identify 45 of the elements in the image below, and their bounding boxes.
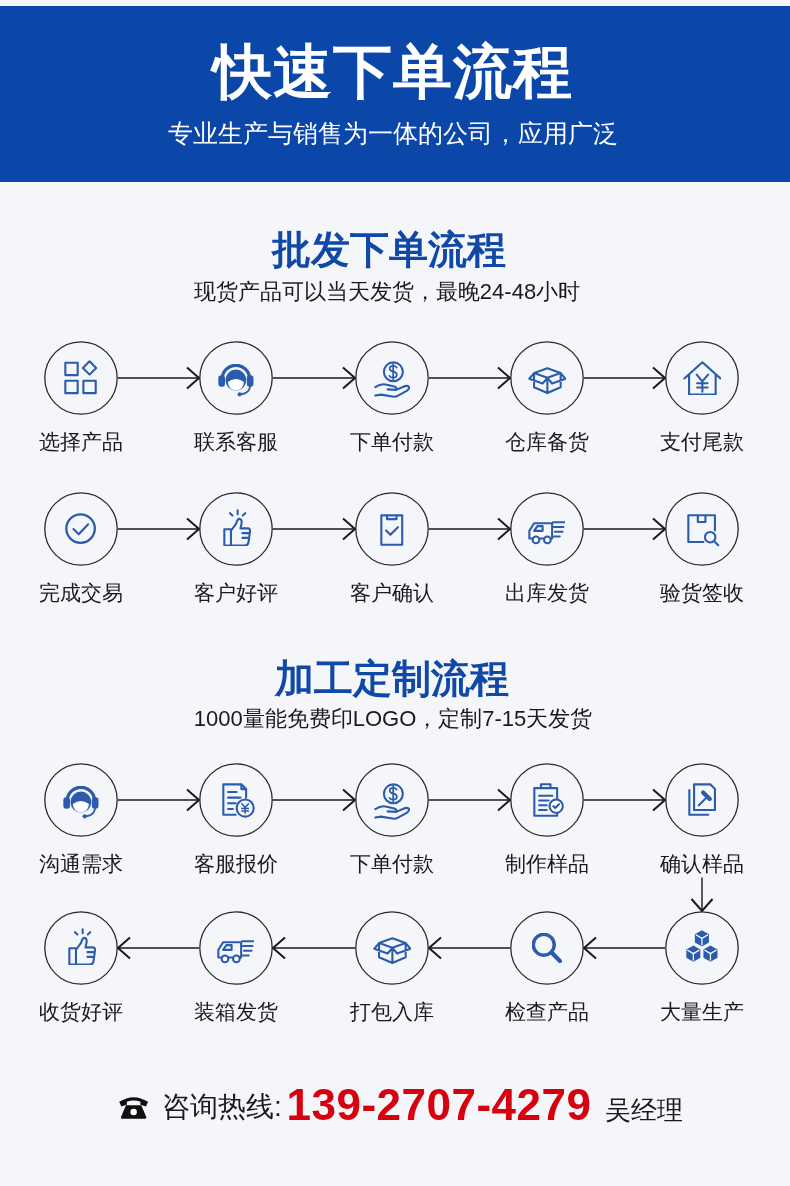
arrow [272, 517, 356, 541]
header-subtitle: 专业生产与销售为一体的公司，应用广泛 [168, 118, 618, 148]
arrow [583, 788, 666, 812]
section-heading: 批发下单流程 [272, 226, 506, 273]
section-subtitle: 现货产品可以当天发货，最晚24-48小时 [193, 278, 581, 306]
step-label: 客户好评 [194, 580, 278, 606]
step-label: 客户确认 [350, 580, 434, 606]
step-label: 打包入库 [350, 999, 434, 1025]
contact-name: 吴经理 [605, 1095, 683, 1127]
step-label: 装箱发货 [194, 999, 278, 1025]
step-label: 制作样品 [505, 851, 589, 877]
step-label: 完成交易 [39, 580, 123, 606]
arrow [428, 788, 511, 812]
step-label: 联系客服 [194, 429, 278, 455]
arrow [583, 517, 666, 541]
section-subtitle: 1000量能免费印LOGO，定制7-15天发货 [193, 705, 593, 733]
arrow [428, 936, 511, 960]
step-label: 检查产品 [505, 999, 589, 1025]
hotline-label: 咨询热线: [162, 1090, 282, 1124]
step-label: 支付尾款 [660, 429, 744, 455]
step-label: 下单付款 [350, 429, 434, 455]
arrow [428, 517, 511, 541]
step-label: 下单付款 [350, 851, 434, 877]
step-label: 验货签收 [660, 580, 744, 606]
arrow [117, 936, 200, 960]
arrow [583, 936, 666, 960]
step-label: 大量生产 [660, 999, 744, 1025]
step-label: 出库发货 [505, 580, 589, 606]
step-label: 选择产品 [39, 429, 123, 455]
step-label: 确认样品 [660, 851, 744, 877]
arrow [583, 366, 666, 390]
section-heading: 加工定制流程 [275, 655, 509, 702]
step-label: 沟通需求 [39, 851, 123, 877]
phone-number: 139-2707-4279 [286, 1078, 592, 1131]
arrow [117, 517, 200, 541]
arrow [117, 788, 200, 812]
step-label: 客服报价 [194, 851, 278, 877]
step-label: 收货好评 [39, 999, 123, 1025]
arrow [690, 876, 714, 912]
arrow [117, 366, 200, 390]
arrow [272, 936, 356, 960]
arrow [272, 366, 356, 390]
arrow [272, 788, 356, 812]
step-label: 仓库备货 [505, 429, 589, 455]
arrow [428, 366, 511, 390]
